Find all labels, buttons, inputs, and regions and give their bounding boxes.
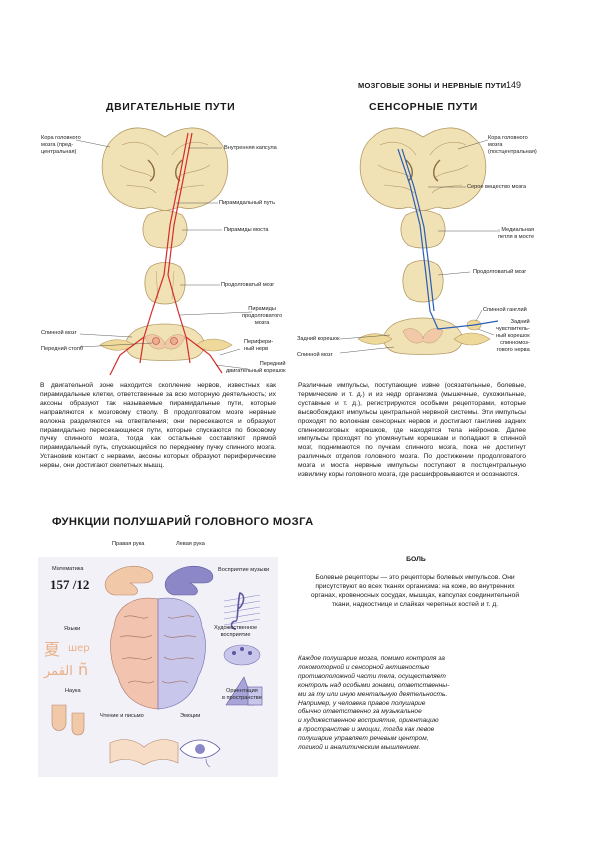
sensory-pons <box>400 210 446 249</box>
flask-icon <box>51 704 85 736</box>
lang-cyrillic: шер <box>68 643 90 654</box>
motor-diagram <box>75 127 253 376</box>
book-icon <box>109 739 179 766</box>
sensory-label-grey-matter: Серое вещество мозга <box>467 184 527 190</box>
left-hand-label: Левая рука <box>176 541 205 547</box>
motor-label-pons-pyramids: Пирамиды моста <box>224 227 269 233</box>
lang-spanish: ñ <box>78 660 88 679</box>
hemispheres-illustration: 夏 шер القمر ñ <box>38 557 278 777</box>
sensory-text: Различные импульсы, поступающие извне (о… <box>298 382 526 479</box>
reading-label: Чтение и письмо <box>100 713 144 719</box>
emotions-label: Эмоции <box>180 713 201 719</box>
palette-icon <box>223 644 261 666</box>
hemispheres-title: ФУНКЦИИ ПОЛУШАРИЙ ГОЛОВНОГО МОЗГА <box>52 516 314 528</box>
motor-title: ДВИГАТЕЛЬНЫЕ ПУТИ <box>106 101 236 113</box>
sensory-spinal-cord <box>357 317 491 355</box>
motor-label-peripheral-nerve: Перифери-ный нерв <box>244 339 274 352</box>
sensory-diagram <box>339 127 500 355</box>
right-hand-icon <box>104 565 154 596</box>
motor-text: В двигательной зоне находится скопление … <box>40 382 276 470</box>
music-label: Восприятие музыки <box>218 567 270 573</box>
motor-label-spinal-cord: Спинной мозг <box>41 330 77 336</box>
sensory-label-medulla: Продолговатый мозг <box>473 269 527 275</box>
geometry-shapes-icon <box>225 676 263 706</box>
sensory-title: СЕНСОРНЫЕ ПУТИ <box>369 101 478 113</box>
motor-label-pyramidal-tract: Пирамидальный путь <box>219 200 275 206</box>
math-label: Математика <box>52 566 84 572</box>
hemispheres-caption: Каждое полушарие мозга, помимо контроля … <box>298 655 450 752</box>
page-number: 149 <box>506 80 522 90</box>
motor-label-medulla: Продолговатый мозг <box>221 282 275 288</box>
lang-chinese: 夏 <box>44 640 60 659</box>
sensory-medulla <box>402 260 444 303</box>
motor-label-capsule: Внутренняя капсула <box>224 145 277 151</box>
music-note-icon <box>223 592 261 630</box>
math-value: 157 /12 <box>50 577 90 592</box>
left-hand-icon <box>164 565 214 596</box>
language-glyphs-icon: 夏 шер القمر ñ <box>43 640 90 679</box>
right-hand-label: Правая рука <box>112 541 145 547</box>
pain-text: Болевые рецепторы — это рецепторы болевы… <box>310 574 520 608</box>
motor-medulla <box>144 262 186 305</box>
running-head: МОЗГОВЫЕ ЗОНЫ И НЕРВНЫЕ ПУТИ <box>358 81 507 90</box>
sensory-label-posterior-root: Задний корешок <box>297 336 340 342</box>
motor-pons <box>142 210 188 249</box>
sensory-label-spinal-cord: Спинной мозг <box>297 352 333 358</box>
motor-brain-slice <box>101 127 229 212</box>
brain-hemispheres-icon <box>110 597 206 710</box>
languages-label: Языки <box>64 626 81 632</box>
sensory-label-ganglion: Спинной ганглий <box>483 307 527 313</box>
eye-icon <box>179 739 221 768</box>
pain-title: БОЛЬ <box>406 556 426 563</box>
science-label: Наука <box>65 688 81 694</box>
sensory-pathways <box>397 148 499 330</box>
sensory-brain-slice <box>359 127 487 212</box>
motor-label-anterior-column: Передний столб <box>41 346 84 352</box>
lang-arabic: القمر <box>43 664 73 679</box>
motor-pathways <box>109 132 223 376</box>
